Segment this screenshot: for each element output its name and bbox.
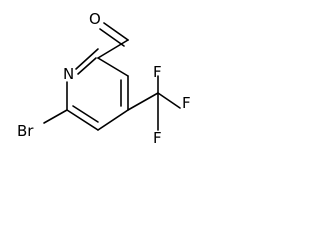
atom-br-label: Br [17,122,34,140]
bond-c6-c5 [66,109,99,131]
bond-cho-o-double [99,28,125,47]
bond-c5-c4 [97,109,129,131]
bond-cho-o [103,22,129,41]
bond-c2-n1-double [77,57,97,75]
bond-c6-c5-double [72,105,99,123]
molecule-diagram: O N Br F F F [0,0,221,159]
atom-f-bottom-label: F [153,129,162,147]
atom-f-right-label: F [182,94,191,112]
bond-c3-c2 [97,57,129,77]
bond-c2-cho [97,39,129,59]
structure-svg: O N Br F F F [17,10,191,147]
atom-n-label: N [63,65,74,83]
atom-f-top-label: F [153,63,162,81]
bond-c2-n1 [75,48,99,70]
bond-cf3-f-right [157,92,181,109]
bond-c3-cf3 [127,92,159,111]
atom-o-label: O [89,10,101,28]
bond-c6-br [43,109,68,124]
